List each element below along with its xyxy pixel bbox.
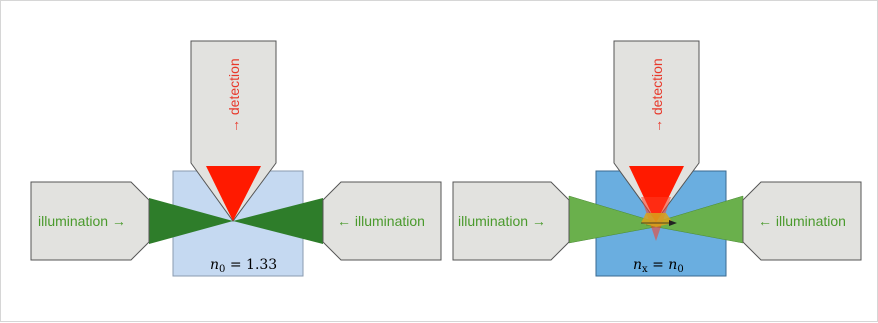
illumination-beam-right [233,198,323,244]
illumination-label-left: illumination → [38,213,126,229]
illumination-beam-left [149,198,233,244]
illumination-objective-left [452,181,570,261]
detection-cone [206,166,261,221]
detection-cone [629,166,684,223]
illumination-objective-right [742,181,862,261]
illumination-label-right: ← illumination [758,213,846,229]
illumination-label-right: ← illumination [337,213,425,229]
refractive-index-label: n0 = 1.33 [210,257,277,275]
panel-right: illumination → ← illumination → detectio… [452,40,862,277]
illumination-label-left: illumination → [458,213,546,229]
illumination-objective-right [322,181,442,261]
focus-marker-arrow [669,220,677,226]
panel-left: illumination → ← illumination → detectio… [30,40,442,277]
detection-label: → detection [649,58,665,133]
illumination-objective-left [30,181,150,261]
focus-overlap [641,213,673,227]
detection-label: → detection [226,58,242,133]
refractive-index-label: nx = n0 [633,257,684,275]
